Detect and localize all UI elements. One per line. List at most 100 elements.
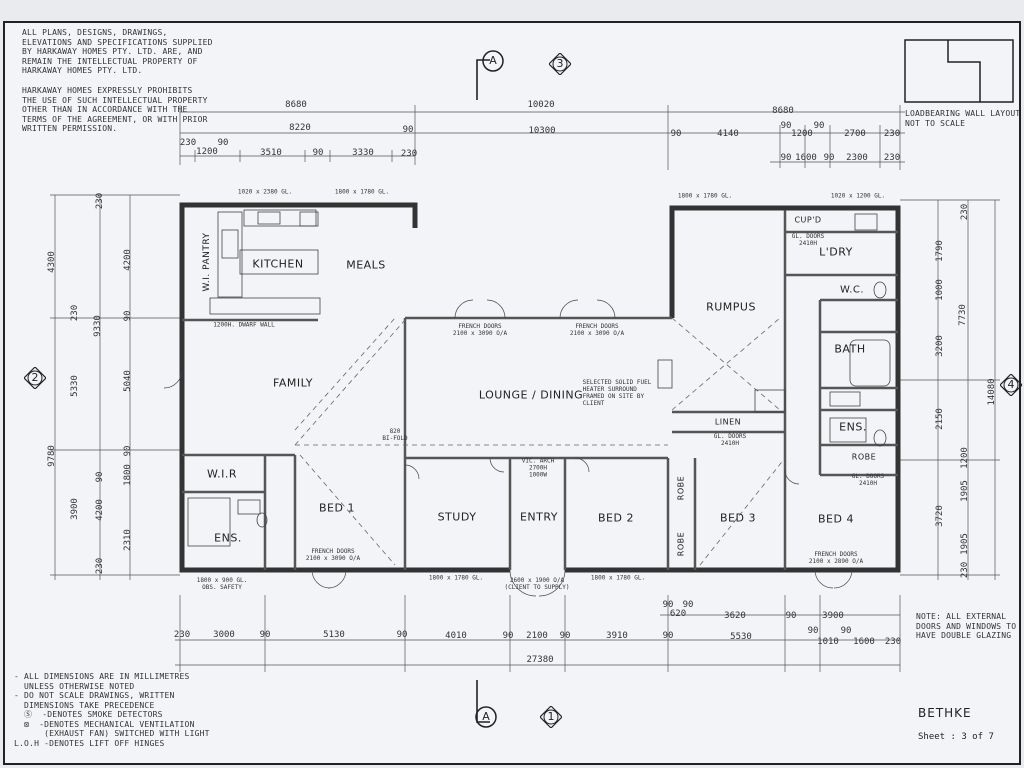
dim-left-outer-3: 5330 — [70, 375, 80, 397]
room-lounge-dining: LOUNGE / DINING — [478, 388, 584, 402]
room-bed2: BED 2 — [598, 511, 634, 525]
room-robe-b: ROBE — [676, 531, 686, 557]
room-entry: ENTRY — [519, 510, 559, 524]
section-marker-bottom-right: 1 — [540, 706, 562, 728]
dim-bottom-upper-5: 90 — [785, 611, 797, 621]
section-marker-right: 4 — [1000, 374, 1022, 396]
dim-bottom-5: 90 — [396, 630, 408, 640]
room-rumpus: RUMPUS — [706, 300, 756, 314]
dim-top2-b: 90 — [402, 125, 414, 135]
room-pantry: W.I. PANTRY — [202, 232, 212, 292]
dim-right-inner-6: 1200 — [960, 447, 970, 469]
dim-left-outer-6: 2310 — [123, 529, 133, 551]
dim-bottom-10: 3910 — [606, 631, 628, 641]
room-bed1: BED 1 — [319, 501, 355, 515]
dim-bottom-total: 27380 — [526, 655, 554, 665]
dim-left-inner-8: 90 — [95, 471, 105, 483]
dim-bottom-3: 90 — [259, 630, 271, 640]
dim-top2-i: 2700 — [844, 129, 866, 139]
dim-top2-h: 90 — [813, 121, 825, 131]
dim-right-inner-9: 1905 — [960, 533, 970, 555]
room-robe-a: ROBE — [676, 475, 686, 501]
dim-bottom-11: 90 — [662, 631, 674, 641]
dim-right-inner-5: 2150 — [935, 408, 945, 430]
loadbearing-thumbnail — [904, 39, 1014, 103]
linen-doors-label: GL. DOORS 2410H — [713, 433, 747, 447]
dim-top4-d: 2300 — [846, 153, 868, 163]
client-name: BETHKE — [918, 706, 972, 720]
vic-arch-label: VIC. ARCH 2700H 1000W — [521, 457, 555, 479]
dim-left-inner-10: 230 — [95, 557, 105, 575]
dim-top3-a: 230 — [179, 138, 197, 148]
dim-top4-b: 1600 — [795, 153, 817, 163]
room-ensuite-left: ENS. — [214, 531, 242, 545]
dim-top2-c: 10300 — [528, 126, 556, 136]
dim-top3-g: 230 — [400, 149, 418, 159]
bathroom-fixtures — [187, 213, 891, 547]
dim-bottom-12: 5530 — [730, 632, 752, 642]
dim-top1-b: 10020 — [527, 100, 555, 110]
room-family: FAMILY — [273, 376, 313, 390]
legend-note: - ALL DIMENSIONS ARE IN MILLIMETRES UNLE… — [14, 672, 210, 748]
room-study: STUDY — [437, 510, 477, 524]
french-doors-1-label: FRENCH DOORS 2100 x 3090 O/A — [452, 323, 508, 337]
dim-bottom-upper-4: 3620 — [724, 611, 746, 621]
fireplace — [657, 359, 786, 413]
dim-left-inner-9: 4200 — [95, 499, 105, 521]
dwarf-wall-label: 1200H. DWARF WALL — [213, 321, 275, 329]
window-bed2-label: 1800 x 1780 GL. — [590, 574, 646, 582]
dim-right-inner-4: 3200 — [935, 335, 945, 357]
loadbearing-note: LOADBEARING WALL LAYOUT NOT TO SCALE — [905, 109, 1021, 128]
cupboard-doors-label: GL. DOORS 2410H — [791, 233, 825, 247]
dim-bottom-13: 90 — [807, 626, 819, 636]
room-robe-right: ROBE — [851, 452, 877, 462]
room-ensuite-right: ENS. — [839, 420, 867, 434]
dim-top2-d: 90 — [670, 129, 682, 139]
dim-right-inner-7: 1905 — [960, 480, 970, 502]
dim-right-inner-8: 3720 — [935, 505, 945, 527]
room-meals: MEALS — [346, 258, 386, 272]
entry-door-label: 2600 x 1900 O/A (CLIENT TO SUPPLY) — [504, 577, 570, 591]
dim-top3-c: 90 — [217, 138, 229, 148]
dim-right-outer-2: 14080 — [987, 378, 997, 406]
dim-top1-a: 8680 — [285, 100, 307, 110]
room-kitchen: KITCHEN — [252, 257, 304, 271]
dim-left-outer-2: 9330 — [93, 315, 103, 337]
dim-top4-a: 90 — [780, 153, 792, 163]
dim-left-inner-1: 230 — [95, 192, 105, 210]
glazing-note: NOTE: ALL EXTERNAL DOORS AND WINDOWS TO … — [916, 612, 1017, 640]
dim-bottom-upper-1: 90 — [662, 600, 674, 610]
window-study-label: 1800 x 1780 GL. — [428, 574, 484, 582]
door-swings — [163, 299, 853, 597]
window-kitchen-label: 1020 x 2380 GL. — [237, 188, 293, 196]
fireplace-label: SELECTED SOLID FUEL HEATER SURROUND FRAM… — [582, 379, 652, 407]
interior-walls — [182, 210, 898, 570]
room-wc: W.C. — [839, 284, 865, 296]
room-laundry: L'DRY — [819, 245, 853, 259]
room-wir: W.I.R — [207, 467, 237, 481]
sheet-number: Sheet : 3 of 7 — [918, 732, 994, 742]
dim-bottom-upper-6: 3900 — [822, 611, 844, 621]
room-bed4: BED 4 — [818, 512, 854, 526]
section-marker-bottom-left: A — [475, 706, 497, 728]
dim-left-outer-1: 4300 — [47, 251, 57, 273]
section-marker-left: 2 — [24, 367, 46, 389]
dim-top3-b: 1200 — [196, 147, 218, 157]
dim-right-inner-10: 230 — [960, 561, 970, 579]
dim-bottom-2: 3000 — [213, 630, 235, 640]
dim-top2-g: 1200 — [791, 129, 813, 139]
dim-bottom-16: 1600 — [853, 637, 875, 647]
prohibition-note: HARKAWAY HOMES EXPRESSLY PROHIBITS THE U… — [22, 86, 208, 133]
dim-top3-f: 3330 — [352, 148, 374, 158]
dim-bottom-14: 1010 — [817, 637, 839, 647]
section-marker-top-right: 3 — [549, 53, 571, 75]
dim-left-outer-5: 3900 — [70, 498, 80, 520]
dim-top2-j: 230 — [883, 129, 901, 139]
dim-bottom-15: 90 — [840, 626, 852, 636]
ensuite-doors-label: GL. DOORS 2410H — [851, 473, 885, 487]
dim-bottom-7: 90 — [502, 631, 514, 641]
dim-top3-e: 90 — [312, 148, 324, 158]
dim-left-inner-7: 1800 — [123, 464, 133, 486]
dim-bottom-4: 5130 — [323, 630, 345, 640]
dim-left-outer-4: 9780 — [47, 445, 57, 467]
